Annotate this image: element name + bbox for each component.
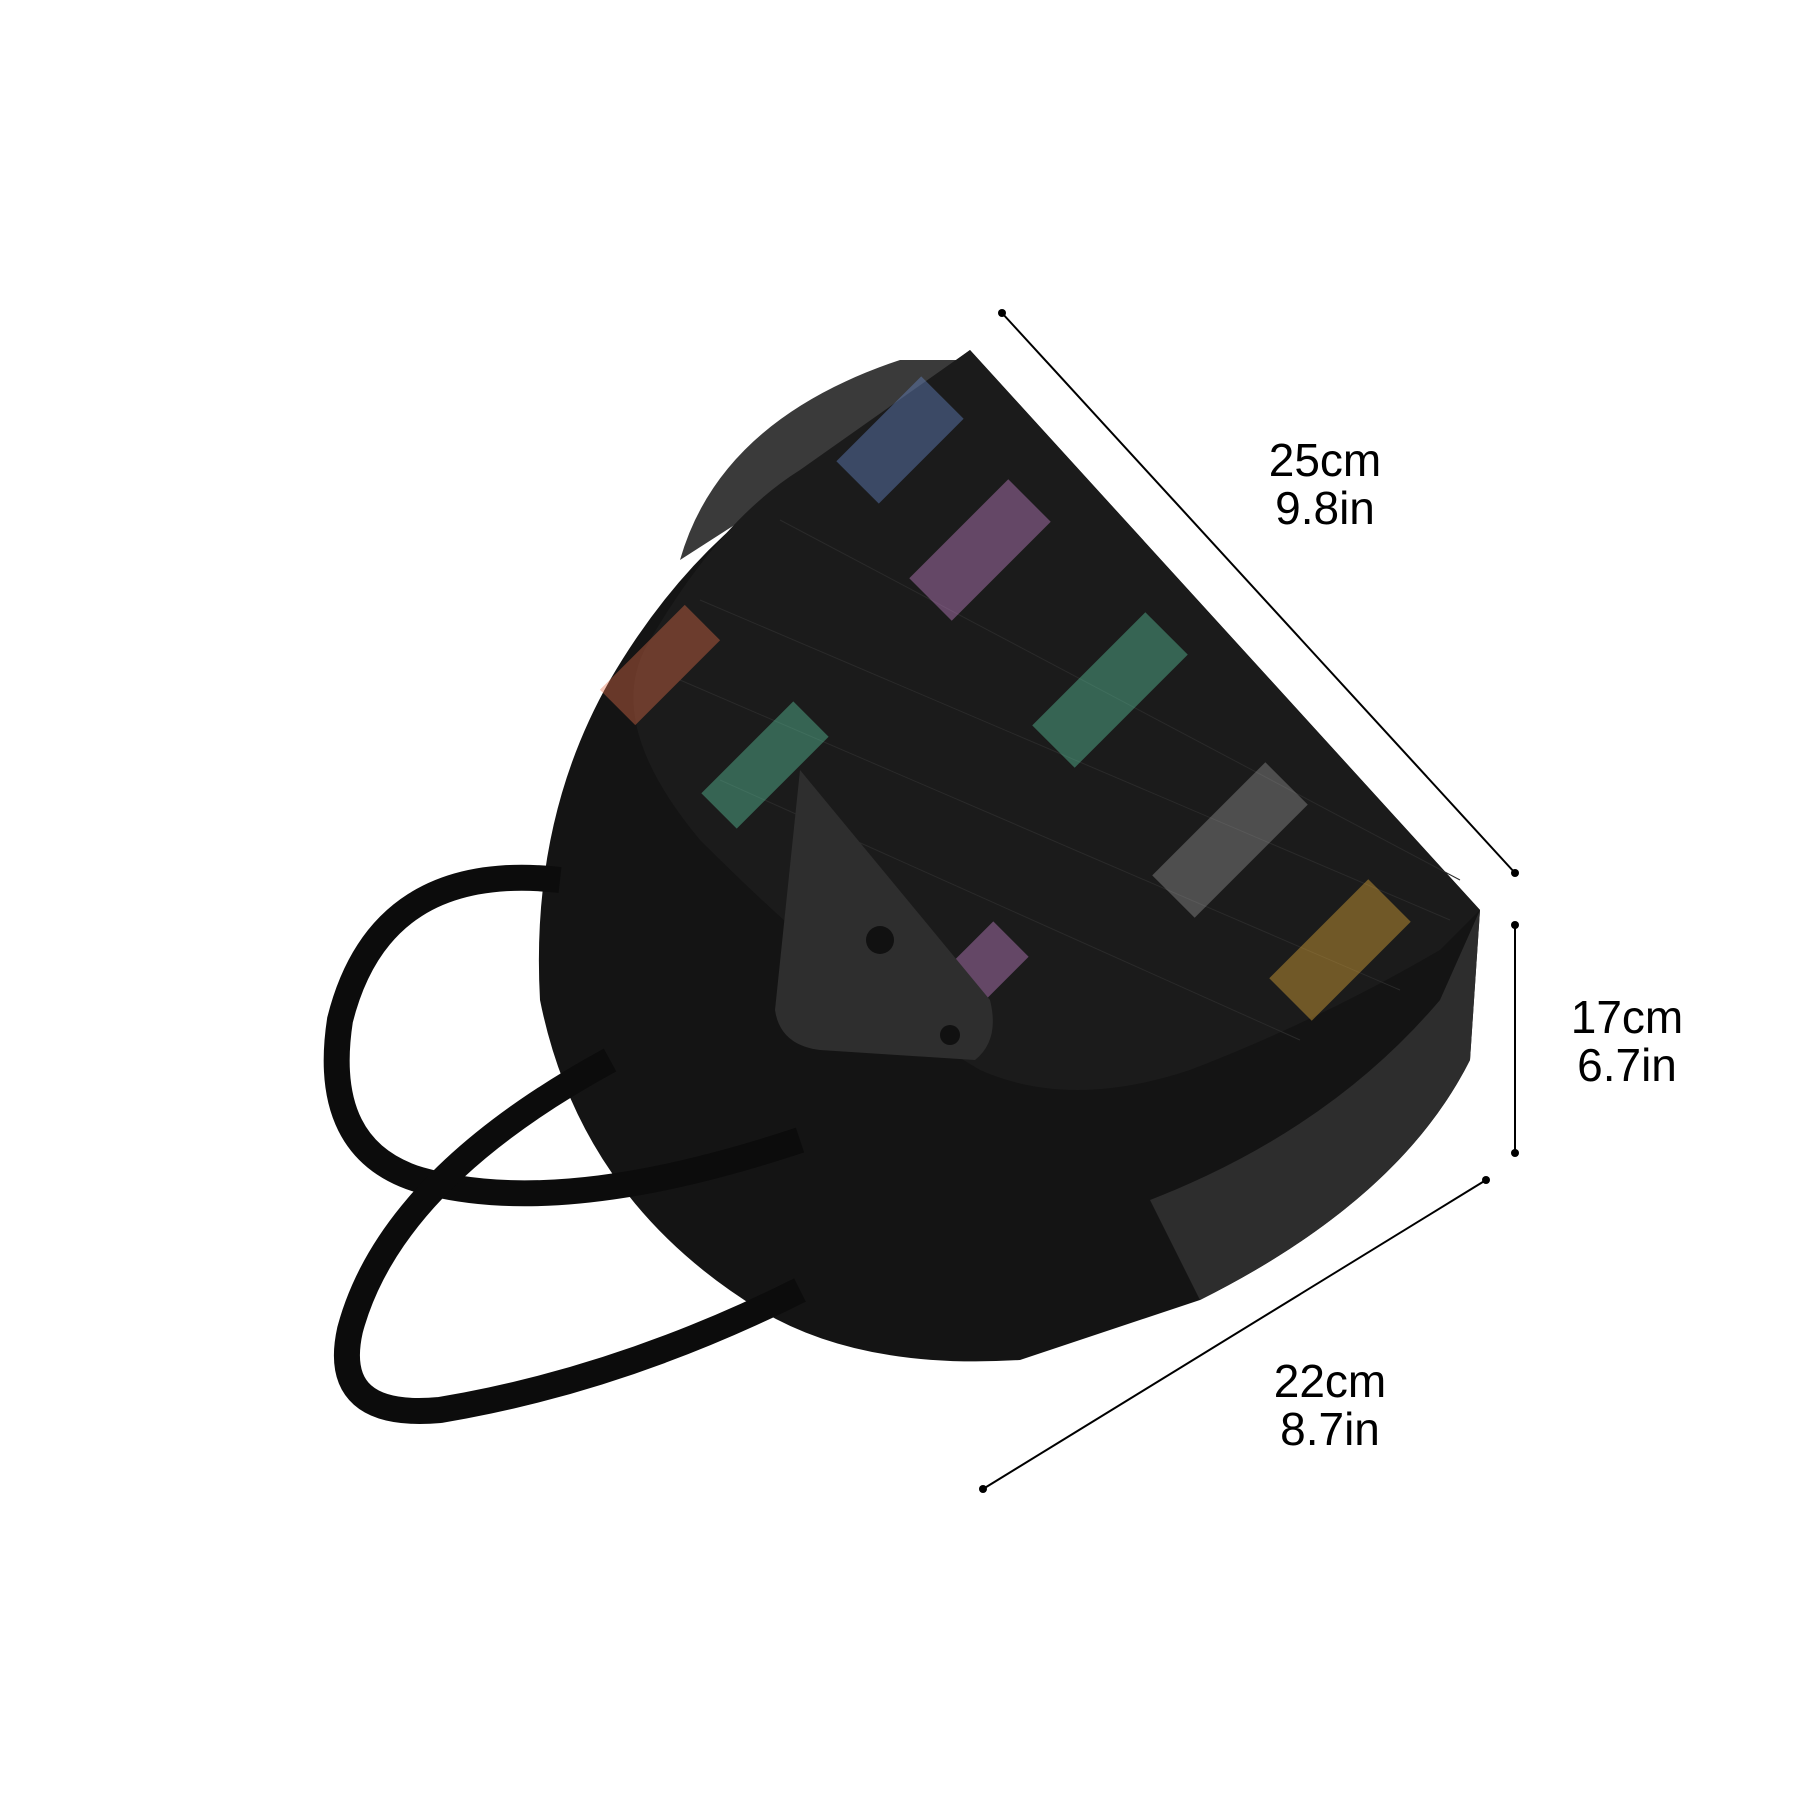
handle-front [323,864,805,1207]
phone-in-pocket [775,770,993,1060]
handle-back [333,1048,806,1424]
height-cm: 17cm [1570,991,1684,1043]
length-line [1001,312,1516,874]
dimension-lines [982,312,1516,1490]
length-label: 25cm 9.8in [1269,436,1381,532]
dimension-endpoints [979,309,1519,1493]
length-cm: 25cm [1268,434,1382,486]
length-in: 9.8in [1275,482,1375,534]
height-in: 6.7in [1577,1039,1677,1091]
height-label: 17cm 6.7in [1571,993,1683,1089]
mesh-pocket-side [1150,910,1480,1300]
width-line [982,1179,1487,1490]
width-label: 22cm 8.7in [1274,1357,1386,1453]
width-in: 8.7in [1280,1403,1380,1455]
width-cm: 22cm [1273,1355,1387,1407]
